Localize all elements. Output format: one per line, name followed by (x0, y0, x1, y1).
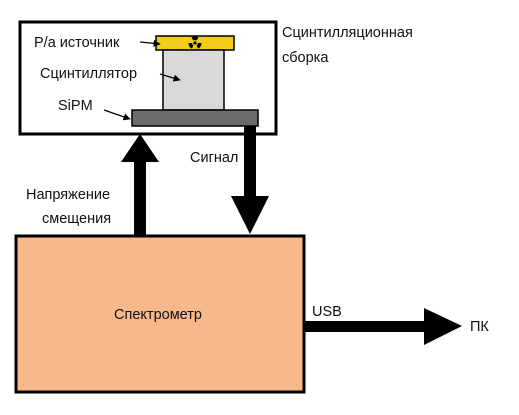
usb-arrow-head (424, 308, 462, 345)
signal-arrow-head (231, 196, 269, 234)
spectrometer-label: Спектрометр (114, 307, 202, 323)
bias-arrow-shaft (134, 160, 146, 236)
usb-arrow-shaft (304, 321, 428, 332)
assembly-label-line1: Сцинтилляционная (282, 25, 413, 41)
sipm-leader (103, 109, 131, 121)
scintillator-crystal (162, 49, 225, 111)
sipm-label: SiPM (58, 98, 93, 114)
radiation-icon (188, 36, 202, 49)
bias-label-line1: Напряжение (26, 187, 110, 203)
sipm-plate (131, 109, 259, 127)
source-leader (139, 39, 161, 47)
spectrometer-box (14, 234, 306, 394)
scintillator-label: Сцинтиллятор (40, 66, 137, 82)
bias-label-line2: смещения (42, 211, 111, 227)
assembly-label-line2: сборка (282, 50, 329, 66)
bias-arrow-head (121, 134, 159, 162)
scintillator-leader (159, 73, 181, 82)
signal-label: Сигнал (190, 150, 238, 166)
usb-label: USB (312, 304, 342, 320)
signal-arrow-shaft (244, 126, 256, 200)
pc-label: ПК (470, 319, 489, 335)
source-label: Р/а источник (34, 35, 120, 51)
